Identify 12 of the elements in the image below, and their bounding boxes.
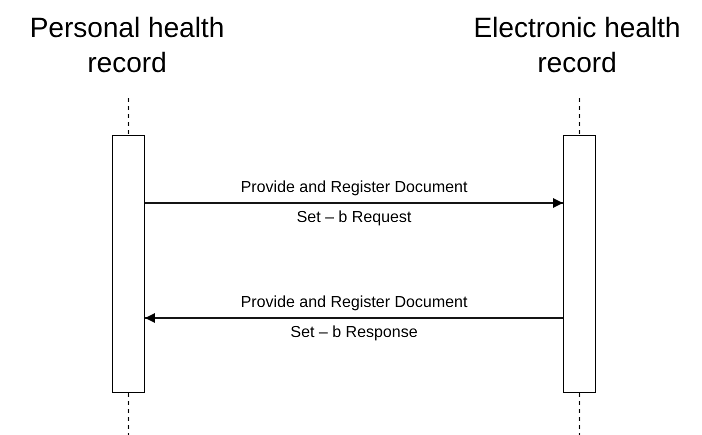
participant-label: Personal health record — [28, 11, 226, 80]
activation-bar — [563, 135, 596, 393]
activation-bar — [112, 135, 145, 393]
lifeline — [578, 393, 580, 435]
participant-label: Electronic health record — [472, 11, 682, 80]
lifeline — [128, 393, 130, 435]
lifeline — [128, 98, 130, 135]
edge-label: Provide and Register Document Set – b Request — [240, 178, 468, 228]
message-arrow — [145, 198, 563, 208]
message-arrow — [145, 313, 563, 323]
lifeline — [578, 98, 580, 135]
edge-label: Provide and Register Document Set – b Response — [240, 293, 468, 343]
